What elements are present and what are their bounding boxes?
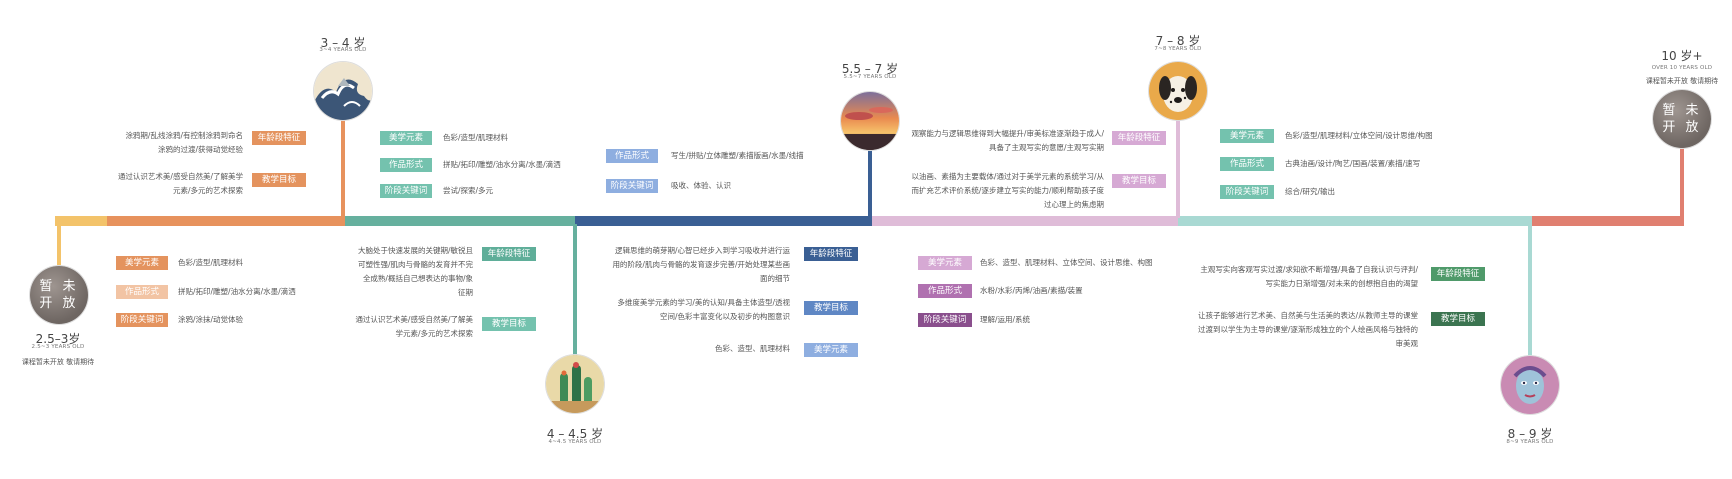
goal-text: 通过认识艺术美/感受自然美/了解美学元素/多元的艺术探索 <box>355 315 473 338</box>
timeline-segment-3 <box>345 216 575 226</box>
keyword-value: 理解/运用/系统 <box>980 315 1031 324</box>
form-tag: 作品形式 <box>918 284 972 298</box>
node-text-line-2: 开 放 <box>39 296 79 311</box>
form-value: 古典油画/设计/陶艺/国画/装置/素描/速写 <box>1285 159 1421 168</box>
keyword-value: 综合/研究/输出 <box>1285 187 1336 196</box>
stage-2-age: 3 – 4 岁 <box>320 36 366 50</box>
stage-7-age: 10 岁+ <box>1661 49 1703 63</box>
aesthetic-tag: 美学元素 <box>1220 129 1274 143</box>
stage-5-sub: 7~8 YEARS OLD <box>1154 46 1202 52</box>
goal-text: 通过认识艺术美/感受自然美/了解美学元素/多元的艺术探索 <box>117 172 243 195</box>
keyword-value: 尝试/探索/多元 <box>443 186 494 195</box>
stage-4-node-sunset-image[interactable] <box>841 92 899 150</box>
keyword-tag: 阶段关键词 <box>918 313 972 327</box>
stage-7-note: 课程暂未开放 敬请期待 <box>1645 77 1719 85</box>
form-value: 水粉/水彩/丙烯/油画/素描/装置 <box>980 286 1083 295</box>
aesthetic-tag: 美学元素 <box>804 343 858 357</box>
aesthetic-tag: 美学元素 <box>918 256 972 270</box>
stage-2-node-wave-image[interactable] <box>314 62 372 120</box>
traits-text: 主观写实向客观写实过渡/求知欲不断增强/具备了自我认识与评判/写实能力日渐增强/… <box>1200 265 1418 288</box>
stage-1-sub: 2.5~3 YEARS OLD <box>31 344 85 350</box>
aesthetic-tag: 美学元素 <box>380 131 432 145</box>
keyword-tag: 阶段关键词 <box>380 184 432 198</box>
stem-stage-6 <box>1528 224 1532 356</box>
timeline-segment-2 <box>107 216 345 226</box>
keyword-tag: 阶段关键词 <box>116 313 168 327</box>
keyword-tag: 阶段关键词 <box>1220 185 1274 199</box>
timeline-segment-5 <box>872 216 1178 226</box>
form-value: 拼贴/拓印/雕塑/油水分离/水墨/滴洒 <box>178 287 296 296</box>
stem-stage-2 <box>341 118 345 218</box>
stage-6-age: 8 – 9 岁 <box>1507 427 1553 441</box>
keyword-value: 涂鸦/涂抹/动觉体验 <box>178 315 244 324</box>
stage-7-node[interactable]: 暂 未 开 放 <box>1653 90 1711 148</box>
traits-tag: 年龄段特征 <box>804 247 858 261</box>
form-tag: 作品形式 <box>606 149 658 163</box>
stage-6-sub: 8~9 YEARS OLD <box>1506 439 1554 445</box>
form-tag: 作品形式 <box>1220 157 1274 171</box>
stage-4-sub: 5.5~7 YEARS OLD <box>843 74 897 80</box>
form-value: 写生/拼贴/立体雕塑/素描版画/水墨/线描 <box>671 151 804 160</box>
keyword-value: 吸收、体验、认识 <box>671 181 731 190</box>
form-tag: 作品形式 <box>116 285 168 299</box>
stage-7-sub: OVER 10 YEARS OLD <box>1651 65 1713 71</box>
stage-5-age: 7 – 8 岁 <box>1155 34 1201 48</box>
traits-tag: 年龄段特征 <box>482 247 536 261</box>
node-text-line-1: 暂 未 <box>1662 103 1702 118</box>
aesthetic-value: 色彩/造型/肌理材料/立体空间/设计思维/构图 <box>1285 131 1433 140</box>
form-tag: 作品形式 <box>380 158 432 172</box>
keyword-tag: 阶段关键词 <box>606 179 658 193</box>
stage-3-age: 4 – 4.5 岁 <box>546 427 604 441</box>
goal-tag: 教学目标 <box>1431 312 1485 326</box>
goal-tag: 教学目标 <box>804 301 858 315</box>
traits-tag: 年龄段特征 <box>1112 131 1166 145</box>
timeline-segment-4 <box>575 216 872 226</box>
node-text-line-1: 暂 未 <box>39 279 79 294</box>
aesthetic-value: 色彩、造型、肌理材料、立体空间、设计思维、构图 <box>980 258 1153 267</box>
traits-tag: 年龄段特征 <box>252 131 306 145</box>
traits-text: 大脑处于快速发展的关键期/敏锐且可塑性强/肌肉与骨骼的发育并不完全成熟/概括自己… <box>357 246 473 297</box>
stage-3-node-cactus-image[interactable] <box>546 355 604 413</box>
form-value: 拼贴/拓印/雕塑/油水分离/水墨/滴洒 <box>443 160 561 169</box>
goal-tag: 教学目标 <box>252 173 306 187</box>
node-text-line-2: 开 放 <box>1662 120 1702 135</box>
stage-2-sub: 3~4 YEARS OLD <box>319 47 367 53</box>
traits-tag: 年龄段特征 <box>1431 267 1485 281</box>
traits-text: 涂鸦期/乱线涂鸦/有控制涂鸦到命名涂鸦的过渡/获得动觉经验 <box>125 131 243 154</box>
stem-stage-3 <box>573 224 577 356</box>
timeline-segment-6 <box>1178 216 1532 226</box>
goal-text: 以油画、素描为主要载体/通过对于美学元素的系统学习/从而扩充艺术评价系统/逐步建… <box>911 172 1104 209</box>
stage-1-note: 课程暂未开放 敬请期待 <box>21 358 95 366</box>
aesthetic-value: 色彩/造型/肌理材料 <box>443 133 509 142</box>
aesthetic-text: 色彩、造型、肌理材料 <box>715 344 790 353</box>
stage-5-node-dog-image[interactable] <box>1149 62 1207 120</box>
timeline-segment-1 <box>55 216 107 226</box>
goal-tag: 教学目标 <box>482 317 536 331</box>
stage-1-node[interactable]: 暂 未 开 放 <box>30 266 88 324</box>
stem-stage-1 <box>57 216 61 266</box>
stem-stage-4 <box>868 148 872 218</box>
stage-3-sub: 4~4.5 YEARS OLD <box>548 439 602 445</box>
stage-6-node-portrait-image[interactable] <box>1501 356 1559 414</box>
stage-4-age: 5.5 – 7 岁 <box>841 62 899 76</box>
goal-text: 让孩子能够进行艺术美、自然美与生活美的表达/从教师主导的课堂过渡到以学生为主导的… <box>1197 311 1418 348</box>
traits-text: 观察能力与逻辑思维得到大幅提升/审美标准逐渐趋于成人/具备了主观写实的意愿/主观… <box>911 129 1104 152</box>
timeline-segment-7 <box>1532 216 1684 226</box>
traits-text: 逻辑思维的萌芽期/心智已经步入到学习吸收并进行运用的阶段/肌肉与骨骼的发育逐步完… <box>612 246 790 283</box>
goal-tag: 教学目标 <box>1112 174 1166 188</box>
aesthetic-tag: 美学元素 <box>116 256 168 270</box>
stage-1-age: 2.5–3岁 <box>35 332 81 346</box>
stem-stage-7 <box>1680 146 1684 218</box>
aesthetic-value: 色彩/造型/肌理材料 <box>178 258 244 267</box>
stem-stage-5 <box>1176 118 1180 218</box>
goal-text: 多维度美学元素的学习/美的认知/具备主体造型/透视空间/色彩丰富变化以及初步的构… <box>617 298 790 321</box>
